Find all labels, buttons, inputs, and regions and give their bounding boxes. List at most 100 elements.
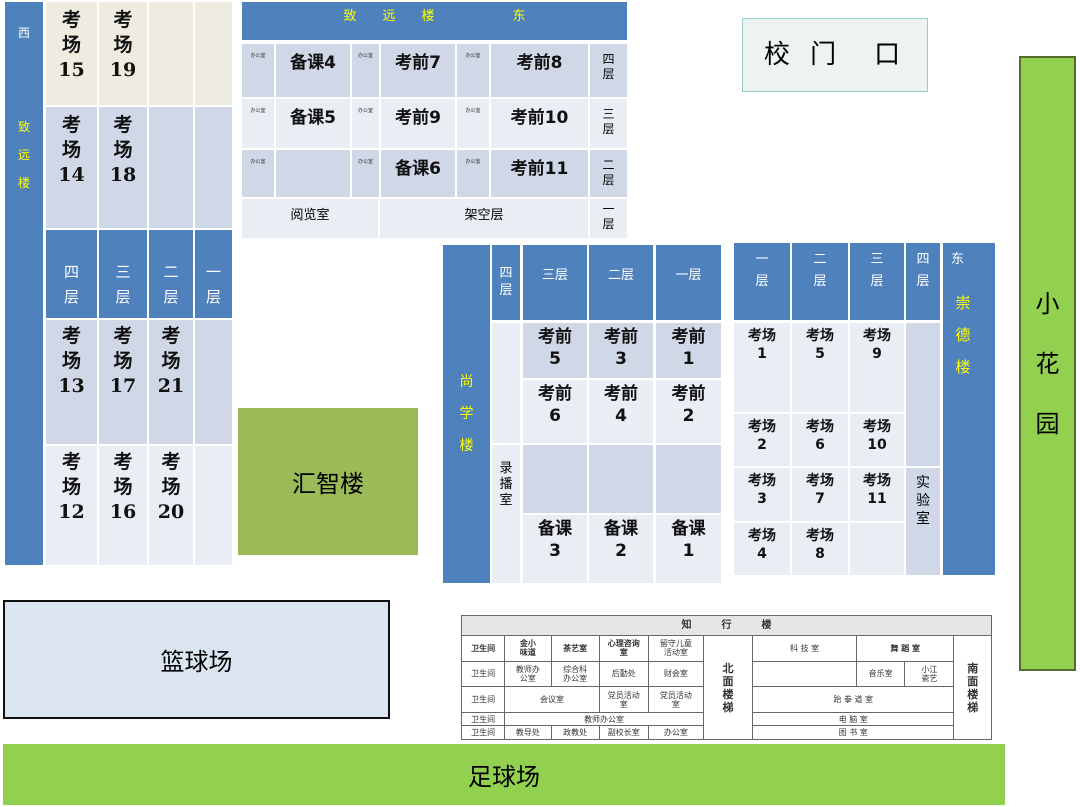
room: 备课6 xyxy=(381,150,455,197)
room: 图 书 室 xyxy=(752,725,955,740)
room: 心理咨询 室 xyxy=(598,635,649,662)
empty-room xyxy=(195,107,232,228)
exam-room: 考 场 20 xyxy=(149,446,193,565)
exam-room: 考 场 14 xyxy=(46,107,97,228)
office-small: 办公室 xyxy=(352,150,379,197)
room: 教师办 公室 xyxy=(504,660,552,688)
west-label: 西 xyxy=(17,26,30,40)
room: 考前 3 xyxy=(589,323,653,378)
room: 跆 拳 道 室 xyxy=(752,686,955,713)
chongde-strip: 东 崇 德 楼 xyxy=(943,243,995,575)
empty-room xyxy=(906,323,940,466)
floor-label: 一 层 xyxy=(734,243,790,320)
room: 办公室 xyxy=(647,725,704,740)
floor-label: 三 层 xyxy=(99,230,147,318)
football-field: 足球场 xyxy=(3,744,1005,805)
room: 政教处 xyxy=(550,725,600,740)
lab-room: 实 验 室 xyxy=(906,468,940,575)
floor-label: 三 层 xyxy=(850,243,904,320)
room: 科 技 室 xyxy=(752,635,858,662)
floor-label: 四 层 xyxy=(46,230,97,318)
exam-room: 考场 9 xyxy=(850,323,904,412)
open-floor: 架空层 xyxy=(380,199,588,238)
exam-room: 考 场 12 xyxy=(46,446,97,565)
room: 卫生间 xyxy=(460,635,506,662)
huizhi-building: 汇智楼 xyxy=(238,408,418,555)
empty-room xyxy=(850,523,904,575)
exam-room: 考 场 16 xyxy=(99,446,147,565)
floor-label: 三 层 xyxy=(590,99,627,148)
room: 备课 3 xyxy=(523,515,587,583)
room: 考前11 xyxy=(491,150,588,197)
exam-room: 考场 7 xyxy=(792,468,848,521)
empty-room xyxy=(656,445,721,513)
room: 电 脑 室 xyxy=(752,711,955,727)
room: 备课 1 xyxy=(656,515,721,583)
recording-room: 录 播 室 xyxy=(492,445,520,583)
room: 考前8 xyxy=(491,44,588,97)
empty-room xyxy=(149,107,193,228)
room: 考前 6 xyxy=(523,380,587,443)
room: 党员活动 室 xyxy=(647,686,704,713)
office-small: 办公室 xyxy=(457,150,489,197)
exam-room: 考场 4 xyxy=(734,523,790,575)
floor-label: 一 层 xyxy=(195,230,232,318)
floor-label: 三层 xyxy=(523,245,587,320)
exam-room: 考场 10 xyxy=(850,414,904,466)
room: 综合科 办公室 xyxy=(550,660,600,688)
room: 党员活动 室 xyxy=(598,686,649,713)
shangxue-strip: 尚 学 楼 xyxy=(443,245,490,583)
floor-label: 一 层 xyxy=(590,199,627,238)
empty-room xyxy=(195,320,232,444)
floor-label: 二层 xyxy=(589,245,653,320)
room: 卫生间 xyxy=(460,660,506,688)
building-name: 致 远 楼 xyxy=(17,120,30,190)
room: 考前 2 xyxy=(656,380,721,443)
office-small: 办公室 xyxy=(457,44,489,97)
empty-room xyxy=(523,445,587,513)
east-zhiyuan-header: 致 远 楼 东 xyxy=(242,2,627,40)
empty-room xyxy=(752,660,858,688)
east-label: 东 xyxy=(951,252,965,267)
floor-label: 二 层 xyxy=(590,150,627,197)
exam-room: 考场 8 xyxy=(792,523,848,575)
empty-room xyxy=(589,445,653,513)
room: 金小 味道 xyxy=(504,635,552,662)
room: 卫生间 xyxy=(460,725,506,740)
north-stairs: 北 面 楼 梯 xyxy=(702,635,754,740)
exam-room: 考 场 13 xyxy=(46,320,97,444)
exam-room: 考场 5 xyxy=(792,323,848,412)
room: 会议室 xyxy=(504,686,600,713)
floor-label: 二 层 xyxy=(149,230,193,318)
room: 茶艺室 xyxy=(550,635,600,662)
floor-label: 一层 xyxy=(656,245,721,320)
room: 后勤处 xyxy=(598,660,649,688)
building-name: 崇 德 楼 xyxy=(955,294,971,376)
room: 音乐室 xyxy=(856,660,906,688)
exam-room: 考场 2 xyxy=(734,414,790,466)
exam-room: 考场 11 xyxy=(850,468,904,521)
room: 副校长室 xyxy=(598,725,649,740)
exam-room: 考 场 15 xyxy=(46,2,97,105)
room: 备课 2 xyxy=(589,515,653,583)
room: 考前10 xyxy=(491,99,588,148)
west-zhiyuan-strip: 西 致 远 楼 xyxy=(5,2,43,565)
empty-room xyxy=(195,2,232,105)
room: 考前 1 xyxy=(656,323,721,378)
exam-room: 考场 1 xyxy=(734,323,790,412)
south-stairs: 南 面 楼 梯 xyxy=(953,635,992,740)
office-small: 办公室 xyxy=(242,150,274,197)
room: 备课5 xyxy=(276,99,350,148)
office-small: 办公室 xyxy=(242,44,274,97)
office-small: 办公室 xyxy=(457,99,489,148)
room: 备课4 xyxy=(276,44,350,97)
basketball-court: 篮球场 xyxy=(3,600,390,719)
empty-room xyxy=(195,446,232,565)
exam-room: 考 场 19 xyxy=(99,2,147,105)
room: 考前7 xyxy=(381,44,455,97)
zhixing-building: 知 行 楼 卫生间金小 味道茶艺室心理咨询 室留守儿童 活动室北 面 楼 梯科 … xyxy=(460,596,992,740)
room: 考前 5 xyxy=(523,323,587,378)
exam-room: 考 场 17 xyxy=(99,320,147,444)
floor-label: 四 层 xyxy=(492,245,520,320)
room: 留守儿童 活动室 xyxy=(647,635,704,662)
